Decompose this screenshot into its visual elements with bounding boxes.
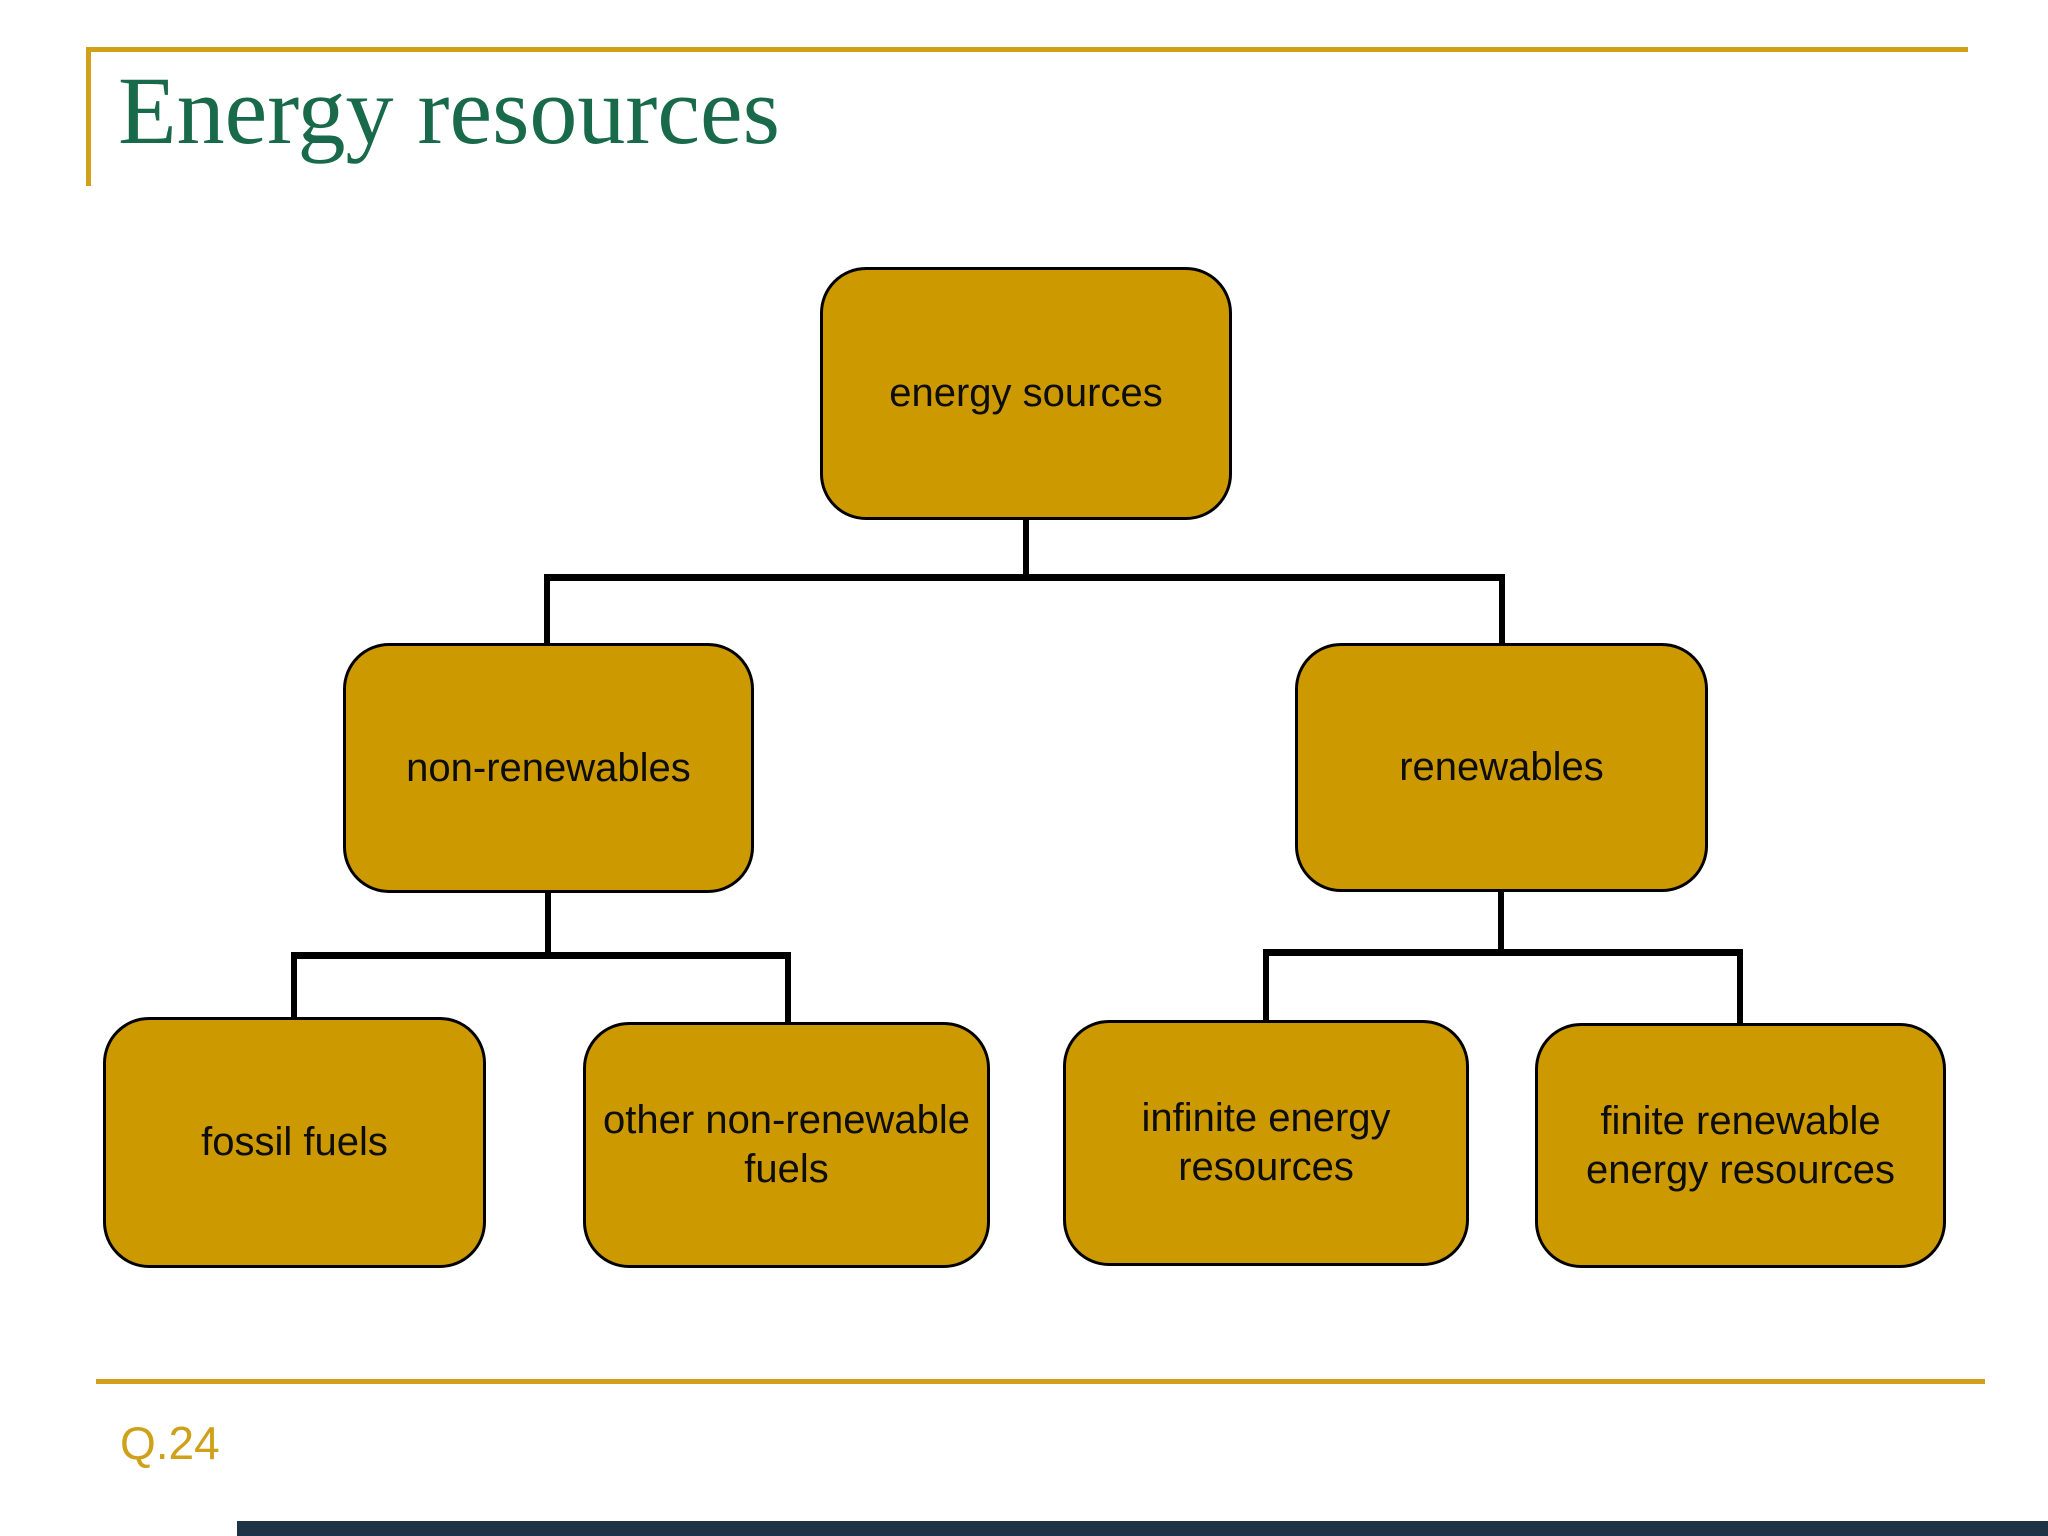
connector-to-non-renewables: [544, 574, 550, 646]
node-energy-sources-label: energy sources: [889, 371, 1163, 416]
connector-level1-horizontal: [544, 574, 1505, 581]
node-energy-sources: energy sources: [820, 267, 1232, 520]
node-other-non-renewable-fuels: other non-renewable fuels: [583, 1022, 990, 1268]
footer-divider-line: [96, 1379, 1985, 1384]
node-finite-renewable-energy-resources: finite renewable energy resources: [1535, 1023, 1946, 1268]
connector-to-other-non-renewable-fuels: [785, 952, 791, 1025]
connector-non-renewables-down: [545, 891, 551, 957]
connector-to-fossil-fuels: [291, 952, 297, 1020]
node-infinite-energy-resources-label: infinite energy resources: [1141, 1096, 1391, 1189]
frame-top-gold-line: [86, 47, 1968, 52]
node-non-renewables: non-renewables: [343, 643, 754, 893]
connector-level2-right-horizontal: [1263, 949, 1743, 956]
node-fossil-fuels-label: fossil fuels: [201, 1120, 388, 1165]
connector-renewables-down: [1498, 890, 1504, 954]
node-infinite-energy-resources: infinite energy resources: [1063, 1020, 1469, 1266]
bottom-navy-bar: [237, 1521, 2048, 1536]
node-non-renewables-label: non-renewables: [406, 745, 691, 790]
node-renewables: renewables: [1295, 643, 1708, 892]
connector-to-renewables: [1499, 574, 1505, 646]
connector-root-down: [1023, 519, 1029, 580]
connector-to-finite-renewable-energy-resources: [1737, 949, 1743, 1026]
node-finite-renewable-energy-resources-label: finite renewable energy resources: [1585, 1098, 1896, 1192]
node-other-non-renewable-fuels-label: other non-renewable fuels: [603, 1098, 970, 1191]
connector-level2-left-horizontal: [291, 952, 791, 959]
frame-left-gold-line: [86, 47, 91, 186]
node-fossil-fuels: fossil fuels: [103, 1017, 486, 1268]
page-title: Energy resources: [118, 57, 780, 164]
connector-to-infinite-energy-resources: [1263, 949, 1269, 1023]
node-renewables-label: renewables: [1399, 745, 1604, 790]
footer-question-label: Q.24: [120, 1417, 220, 1469]
